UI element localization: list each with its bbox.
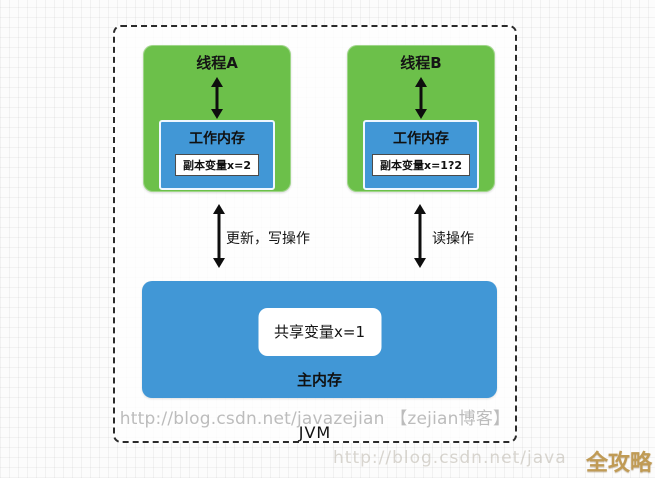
write-operation-label: 更新，写操作 [226,231,310,247]
arrow-stem [215,85,219,111]
thread-b-variable-copy: 副本变量x=1?2 [371,154,471,176]
jvm-label: JVM [298,423,332,442]
arrow-stem [419,85,423,111]
main-memory-box: 共享变量x=1 主内存 [142,281,497,398]
thread-a-working-memory-title: 工作内存 [189,131,245,147]
shared-variable-box: 共享变量x=1 [258,308,381,356]
thread-a-variable-copy: 副本变量x=2 [175,154,259,176]
thread-b-box: 线程B 工作内存 副本变量x=1?2 [347,45,495,192]
read-arrow-icon [414,204,426,268]
thread-b-working-memory: 工作内存 副本变量x=1?2 [363,120,479,190]
thread-b-working-memory-title: 工作内存 [393,131,449,147]
arrow-stem [217,212,221,260]
thread-a-title: 线程A [196,54,238,72]
read-operation-label: 读操作 [432,231,474,247]
thread-b-arrow-icon [415,77,427,119]
main-memory-title: 主内存 [296,371,342,389]
arrow-stem [418,212,422,260]
thread-a-arrow-icon [211,77,223,119]
write-arrow-icon [213,204,225,268]
inner-watermark: http://blog.csdn.net/javazejian 【zejian博… [119,409,511,429]
thread-b-title: 线程B [400,54,442,72]
site-badge: 全攻略 [585,451,652,476]
bottom-watermark: http://blog.csdn.net/java [333,448,567,468]
thread-a-working-memory: 工作内存 副本变量x=2 [159,120,275,190]
thread-a-box: 线程A 工作内存 副本变量x=2 [143,45,291,192]
